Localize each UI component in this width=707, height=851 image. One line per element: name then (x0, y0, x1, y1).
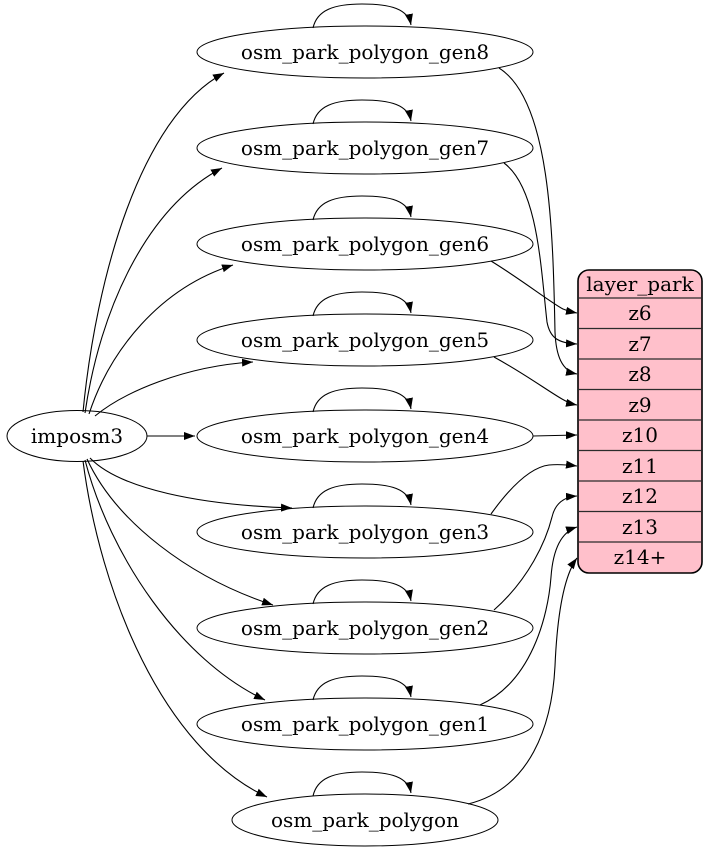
layer-row-z11: z11 (622, 454, 658, 478)
gen7-ellipse (196, 121, 534, 175)
self-loop-gen6 (312, 195, 413, 221)
layer-park-title: layer_park (586, 272, 694, 296)
self-loop-gen7 (312, 99, 413, 125)
edge-gen6-to-z6 (490, 260, 578, 315)
node-osm-park-polygon-gen2: osm_park_polygon_gen2 (196, 601, 534, 655)
gen6-label: osm_park_polygon_gen6 (241, 232, 489, 256)
node-osm-park-polygon-gen1: osm_park_polygon_gen1 (196, 697, 534, 751)
edge-imposm3-to-gen7 (84, 167, 223, 414)
edge-gen1-to-z13 (479, 526, 578, 706)
node-osm-park-polygon: osm_park_polygon (231, 793, 499, 847)
gen7-label: osm_park_polygon_gen7 (241, 136, 489, 160)
layer-row-z9: z9 (628, 393, 651, 417)
self-loop-gen1 (312, 675, 413, 701)
layer-row-z13: z13 (622, 515, 658, 539)
gen8-label: osm_park_polygon_gen8 (241, 40, 489, 64)
self-loop-osm-park-polygon (312, 771, 413, 797)
osm-park-polygon-label: osm_park_polygon (271, 808, 459, 832)
node-layer-park: layer_park z6 z7 z8 z9 z10 z11 z12 z13 z… (577, 269, 703, 574)
self-loop-gen8 (312, 3, 413, 29)
node-osm-park-polygon-gen6: osm_park_polygon_gen6 (196, 217, 534, 271)
self-loop-gen3 (312, 483, 413, 509)
gen4-label: osm_park_polygon_gen4 (241, 424, 489, 448)
node-osm-park-polygon-gen7: osm_park_polygon_gen7 (196, 121, 534, 175)
layer-row-z6: z6 (628, 301, 651, 325)
self-loop-gen2 (312, 579, 413, 605)
edge-imposm3-to-gen5 (94, 358, 254, 417)
gen2-label: osm_park_polygon_gen2 (241, 616, 489, 640)
edge-gen7-to-z7 (503, 162, 578, 348)
gen3-label: osm_park_polygon_gen3 (241, 520, 489, 544)
layer-row-z10: z10 (622, 423, 658, 447)
node-imposm3: imposm3 (6, 410, 148, 462)
layer-park-box (577, 269, 703, 574)
edge-gen8-to-z8 (498, 67, 578, 376)
edge-imposm3-to-gen3 (89, 457, 293, 512)
edge-imposm3-to-gen8 (82, 72, 225, 413)
edge-imposm3-to-gen1 (84, 459, 266, 701)
node-osm-park-polygon-gen8: osm_park_polygon_gen8 (196, 25, 534, 79)
layer-row-z7: z7 (628, 332, 651, 356)
edge-gen5-to-z9 (493, 356, 578, 407)
layer-row-z12: z12 (622, 484, 658, 508)
edge-gen2-to-z12 (493, 492, 578, 611)
edges-imposm3-to-tables (82, 72, 293, 798)
edge-gen4-to-z10 (532, 431, 578, 440)
self-loop-gen4 (312, 387, 413, 413)
edges-tables-to-layer (467, 67, 578, 805)
gen6-ellipse (196, 217, 534, 271)
edge-gen3-to-z11 (490, 460, 578, 515)
edge-imposm3-to-gen2 (86, 458, 274, 606)
edge-imposm3-to-gen6 (88, 264, 234, 415)
osm-park-polygon-ellipse (231, 793, 499, 847)
self-loop-gen5 (312, 291, 413, 317)
gen1-ellipse (196, 697, 534, 751)
gen1-label: osm_park_polygon_gen1 (241, 712, 489, 736)
edge-imposm3-to-osm-park-polygon (82, 460, 268, 798)
gen5-ellipse (196, 313, 534, 367)
node-osm-park-polygon-gen4: osm_park_polygon_gen4 (196, 409, 534, 463)
gen3-ellipse (196, 505, 534, 559)
node-osm-park-polygon-gen5: osm_park_polygon_gen5 (196, 313, 534, 367)
gen2-ellipse (196, 601, 534, 655)
self-loops (312, 3, 413, 797)
gen8-ellipse (196, 25, 534, 79)
layer-row-z8: z8 (628, 362, 651, 386)
node-osm-park-polygon-gen3: osm_park_polygon_gen3 (196, 505, 534, 559)
imposm3-label: imposm3 (31, 424, 123, 448)
edge-osm-park-polygon-to-z14plus (467, 557, 578, 805)
layer-row-z14plus: z14+ (614, 545, 667, 569)
gen5-label: osm_park_polygon_gen5 (241, 328, 489, 352)
